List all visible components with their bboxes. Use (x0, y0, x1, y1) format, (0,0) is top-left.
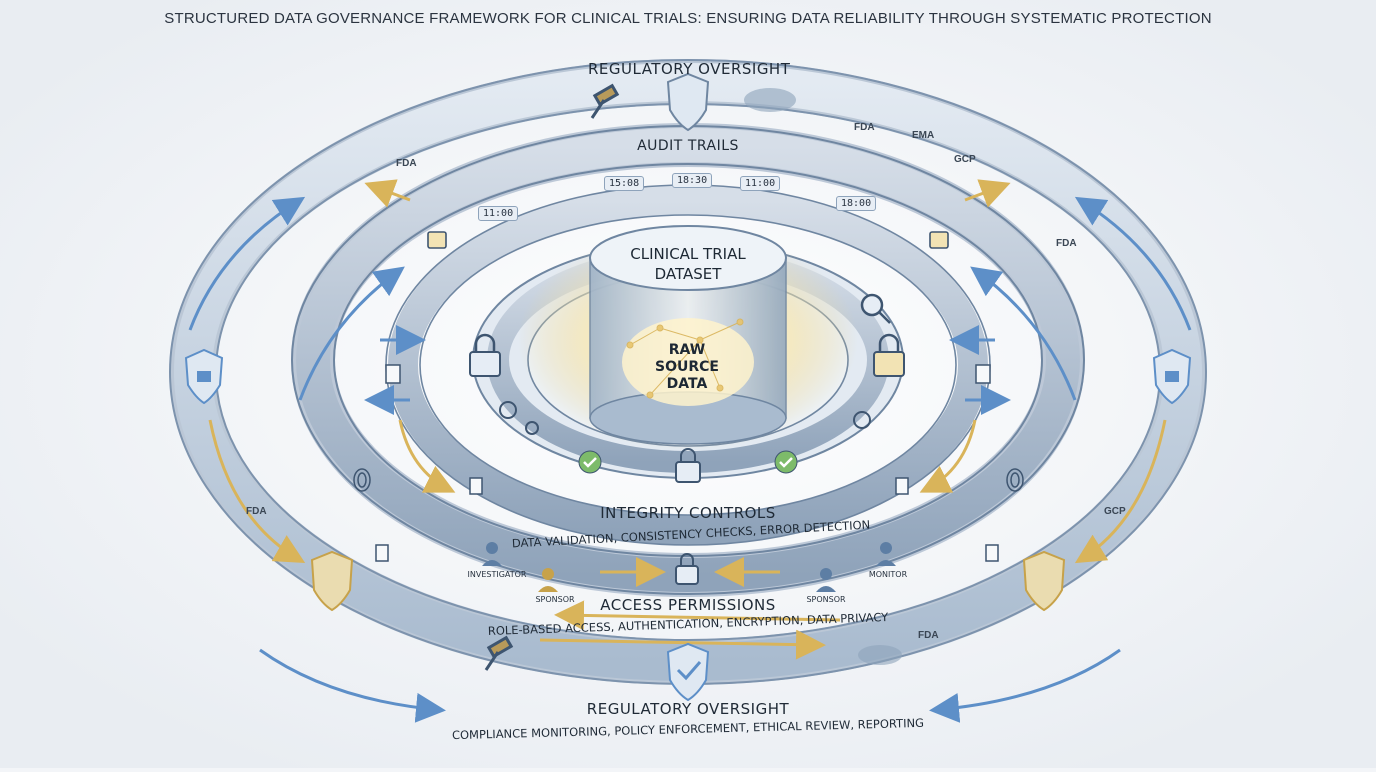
arrow (970, 266, 1077, 401)
audit-trails-label: AUDIT TRAILS (637, 138, 739, 154)
magnifier-icon (860, 293, 891, 324)
shield-icon (310, 550, 354, 612)
shield-icon (1152, 348, 1192, 405)
arrow (208, 419, 306, 563)
regulatory-oversight-bottom-label: REGULATORY OVERSIGHT (586, 700, 790, 718)
lock-icon (469, 333, 501, 377)
globe-icon (858, 645, 902, 665)
core-title-line2: DATASET (654, 265, 722, 283)
check-icon (578, 450, 602, 474)
flow-arrows-blue (188, 196, 1192, 723)
check-icon (774, 450, 798, 474)
arrow (188, 196, 306, 331)
role-investigator: INVESTIGATOR (467, 570, 527, 579)
shield-check-icon (666, 642, 710, 702)
arrow (554, 600, 841, 631)
core-inner-line1: RAW (668, 342, 706, 358)
regulator-badge: FDA (396, 158, 417, 169)
integrity-controls-label: INTEGRITY CONTROLS (600, 504, 776, 522)
shield-icon (1022, 550, 1066, 612)
document-icon (375, 364, 999, 562)
shield-icon (184, 348, 224, 405)
lock-icon (675, 448, 701, 483)
role-monitor: MONITOR (868, 570, 908, 579)
gear-icon (853, 411, 871, 429)
arrow (1074, 196, 1192, 331)
timestamp-chip: 18:30 (672, 173, 713, 188)
raw-source-data: RAW SOURCE DATA (622, 342, 752, 393)
lock-icon (929, 231, 949, 249)
regulator-badge: FDA (854, 122, 875, 133)
fingerprint-icon (1006, 468, 1024, 492)
timestamp-chip: 11:00 (478, 206, 519, 221)
regulator-badge: FDA (918, 630, 939, 641)
person-icon (482, 542, 896, 592)
arrow (539, 629, 826, 660)
flow-arrows-gold (208, 179, 1167, 660)
core-inner-line3: DATA (666, 376, 708, 392)
timestamp-chip: 15:08 (604, 176, 645, 191)
arrow (398, 419, 456, 493)
globe-icon (744, 88, 796, 112)
arrow (298, 266, 405, 401)
lock-icon (675, 553, 699, 585)
core-title: CLINICAL TRIAL DATASET (598, 244, 778, 284)
regulator-badge: GCP (954, 154, 976, 165)
role-sponsor: SPONSOR (535, 595, 575, 604)
lock-icon (873, 333, 905, 377)
gear-icon (499, 401, 539, 435)
arrow (1074, 419, 1167, 564)
gavel-icon (590, 83, 620, 119)
core-cylinder (518, 225, 858, 450)
gavel-icon (484, 635, 514, 671)
arrow (259, 648, 446, 723)
access-permissions-label: ACCESS PERMISSIONS (600, 596, 776, 614)
regulator-badge: EMA (912, 130, 935, 141)
core-inner-line2: SOURCE (655, 359, 719, 375)
lock-icon (427, 231, 447, 249)
shield-icon (666, 72, 710, 132)
role-sponsor: SPONSOR (806, 595, 846, 604)
timestamp-chip: 11:00 (740, 176, 781, 191)
diagram-title: STRUCTURED DATA GOVERNANCE FRAMEWORK FOR… (164, 10, 1212, 27)
regulator-badge: GCP (1104, 506, 1126, 517)
arrow (919, 419, 977, 493)
regulator-badge: FDA (246, 506, 267, 517)
arrow (929, 648, 1121, 723)
regulatory-oversight-top-label: REGULATORY OVERSIGHT (588, 60, 791, 78)
timestamp-chip: 18:00 (836, 196, 877, 211)
regulator-badge: FDA (1056, 238, 1077, 249)
arrow (964, 179, 1011, 208)
arrow (364, 179, 411, 208)
core-title-line1: CLINICAL TRIAL (630, 245, 746, 263)
fingerprint-icon (353, 468, 371, 492)
